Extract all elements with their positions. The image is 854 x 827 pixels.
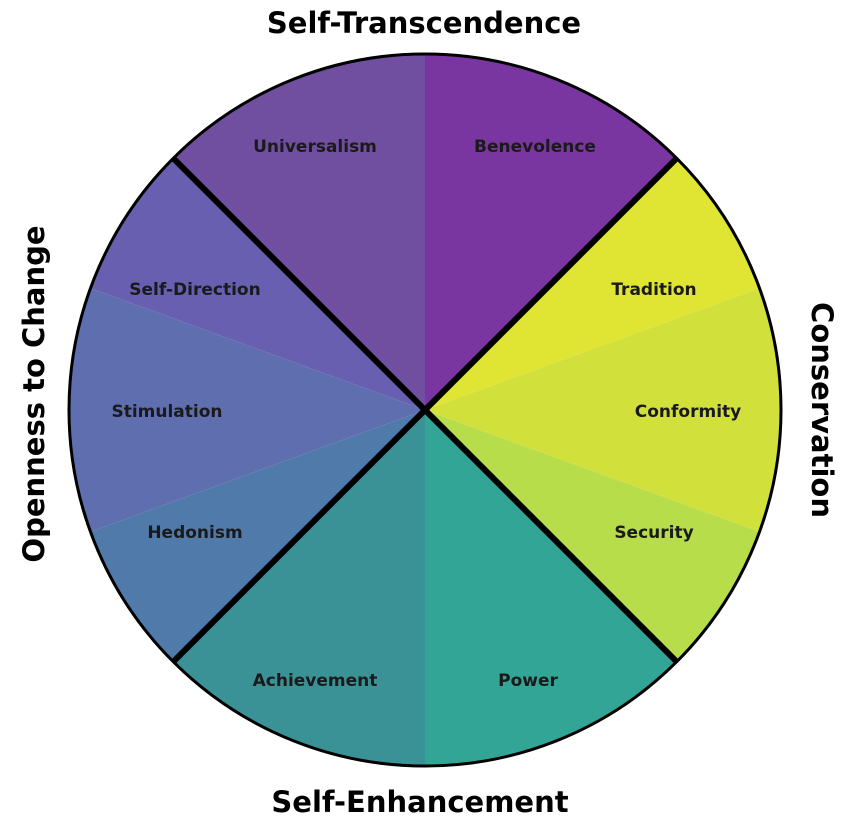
- segment-conformity: [425, 288, 781, 532]
- value-label-universalism: Universalism: [253, 137, 377, 157]
- wheel-segments: [69, 53, 781, 766]
- segment-security: [425, 410, 760, 662]
- value-label-power: Power: [498, 671, 558, 691]
- segment-universalism: [173, 53, 425, 410]
- quadrant-title-top: Self-Transcendence: [267, 6, 581, 40]
- wheel-outline: [67, 52, 783, 768]
- divider-sw: [171, 407, 428, 664]
- value-label-conformity: Conformity: [635, 402, 741, 422]
- quadrant-dividers: [171, 156, 679, 664]
- divider-se: [422, 407, 679, 664]
- segment-stimulation: [69, 288, 426, 532]
- segment-power: [425, 410, 677, 766]
- value-label-hedonism: Hedonism: [147, 523, 242, 543]
- value-label-benevolence: Benevolence: [474, 137, 596, 157]
- value-label-achievement: Achievement: [253, 671, 378, 691]
- segment-achievement: [173, 410, 425, 766]
- value-label-stimulation: Stimulation: [111, 402, 222, 422]
- segment-self-direction: [90, 158, 425, 410]
- value-label-self-direction: Self-Direction: [129, 280, 260, 300]
- divider-ne: [422, 156, 679, 413]
- quadrant-title-left: Openness to Change: [17, 225, 51, 562]
- segment-benevolence: [425, 54, 677, 410]
- segment-hedonism: [90, 410, 425, 662]
- value-label-tradition: Tradition: [611, 280, 696, 300]
- segment-tradition: [425, 158, 760, 410]
- value-label-security: Security: [614, 523, 693, 543]
- divider-nw: [171, 156, 428, 413]
- quadrant-title-bottom: Self-Enhancement: [271, 785, 568, 819]
- quadrant-title-right: Conservation: [805, 302, 839, 518]
